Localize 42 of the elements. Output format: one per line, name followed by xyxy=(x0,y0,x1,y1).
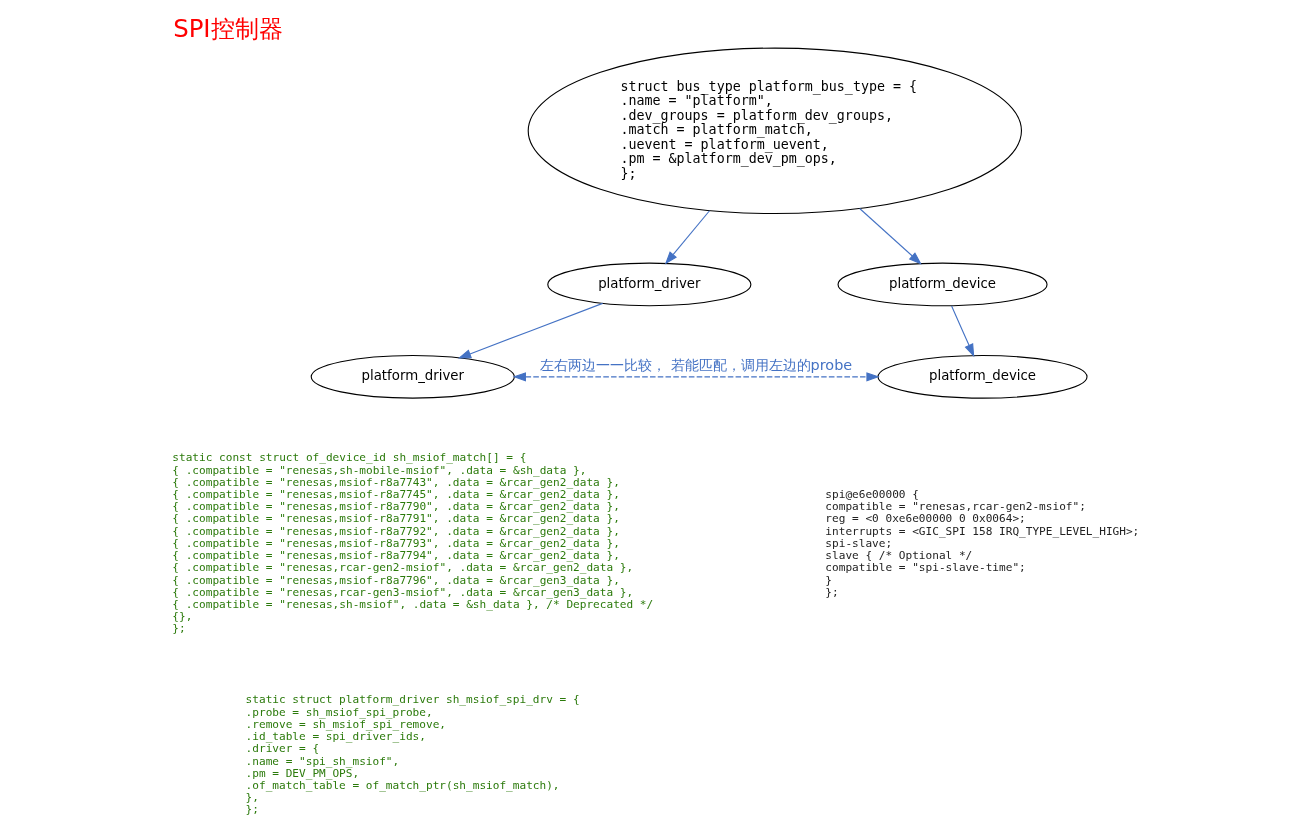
label: static const struct of_device_id sh_msiof_match[] = { xyxy=(171,451,526,465)
arrow xyxy=(664,210,710,265)
label: spi-slave; xyxy=(824,536,892,550)
arrow xyxy=(512,372,880,382)
label: }; xyxy=(824,585,839,599)
label: } xyxy=(824,573,832,587)
label: { .compatible = "renesas,msiof-r8a7743", .data = &rcar_gen2_data }, xyxy=(171,475,620,489)
label: .probe = sh_msiof_spi_probe, xyxy=(245,705,433,719)
label: { .compatible = "renesas,msiof-r8a7796", .data = &rcar_gen3_data }, xyxy=(171,573,620,587)
label: }; xyxy=(245,803,259,817)
label: .driver = { xyxy=(245,742,319,756)
label: { .compatible = "renesas,msiof-r8a7794", .data = &rcar_gen2_data }, xyxy=(171,549,620,563)
label: { .compatible = "renesas,msiof-r8a7792", .data = &rcar_gen2_data }, xyxy=(171,524,620,538)
label: { .compatible = "renesas,sh-mobile-msiof", .data = &sh_data }, xyxy=(171,463,586,477)
arrow xyxy=(858,207,922,265)
arrow xyxy=(457,302,603,359)
label: .pm = DEV_PM_OPS, xyxy=(245,766,359,780)
label: static struct platform_driver sh_msiof_spi_drv = { xyxy=(245,693,580,707)
label: spi@e6e00000 { xyxy=(824,488,919,501)
node-ellipse: platform_device xyxy=(837,262,1048,307)
label: interrupts = <GIC_SPI 158 IRQ_TYPE_LEVEL_HIGH>; xyxy=(824,524,1139,538)
arrow xyxy=(950,305,974,358)
label: compatible = "renesas,rcar-gen2-msiof"; xyxy=(824,500,1086,514)
label: compatible = "spi-slave-time"; xyxy=(824,561,1026,575)
node-ellipse: platform_driver xyxy=(310,355,515,399)
label: .of_match_table = of_match_ptr(sh_msiof_match), xyxy=(245,778,560,792)
label: {}, xyxy=(171,610,192,624)
label: .id_table = spi_driver_ids, xyxy=(245,730,426,744)
edge-label: 左右两边一一比较， 若能匹配，调用左边的probe xyxy=(539,356,852,373)
label: slave { /* Optional */ xyxy=(824,549,972,563)
label: { .compatible = "renesas,rcar-gen2-msiof", .data = &rcar_gen2_data }, xyxy=(171,561,633,575)
label: { .compatible = "renesas,msiof-r8a7745", .data = &rcar_gen2_data }, xyxy=(171,488,620,501)
label: }, xyxy=(245,791,259,805)
label: { .compatible = "renesas,msiof-r8a7791", .data = &rcar_gen2_data }, xyxy=(171,512,620,526)
diagram-title: SPI控制器 xyxy=(172,13,283,43)
label: reg = <0 0xe6e00000 0 0x0064>; xyxy=(824,512,1026,526)
label: { .compatible = "renesas,msiof-r8a7790", .data = &rcar_gen2_data }, xyxy=(171,500,620,514)
node-ellipse: platform_driver xyxy=(546,262,751,307)
label: }; xyxy=(171,622,186,636)
label: .name = "spi_sh_msiof", xyxy=(245,754,399,768)
node-ellipse: struct bus_type platform_bus_type = { .name = "platform", .dev_groups = platform_dev_groups, .match = platform_match, .uevent = platform_uevent, .pm = &platform_dev_pm_ops, }; xyxy=(527,47,1022,215)
node-ellipse: platform_device xyxy=(876,355,1088,399)
